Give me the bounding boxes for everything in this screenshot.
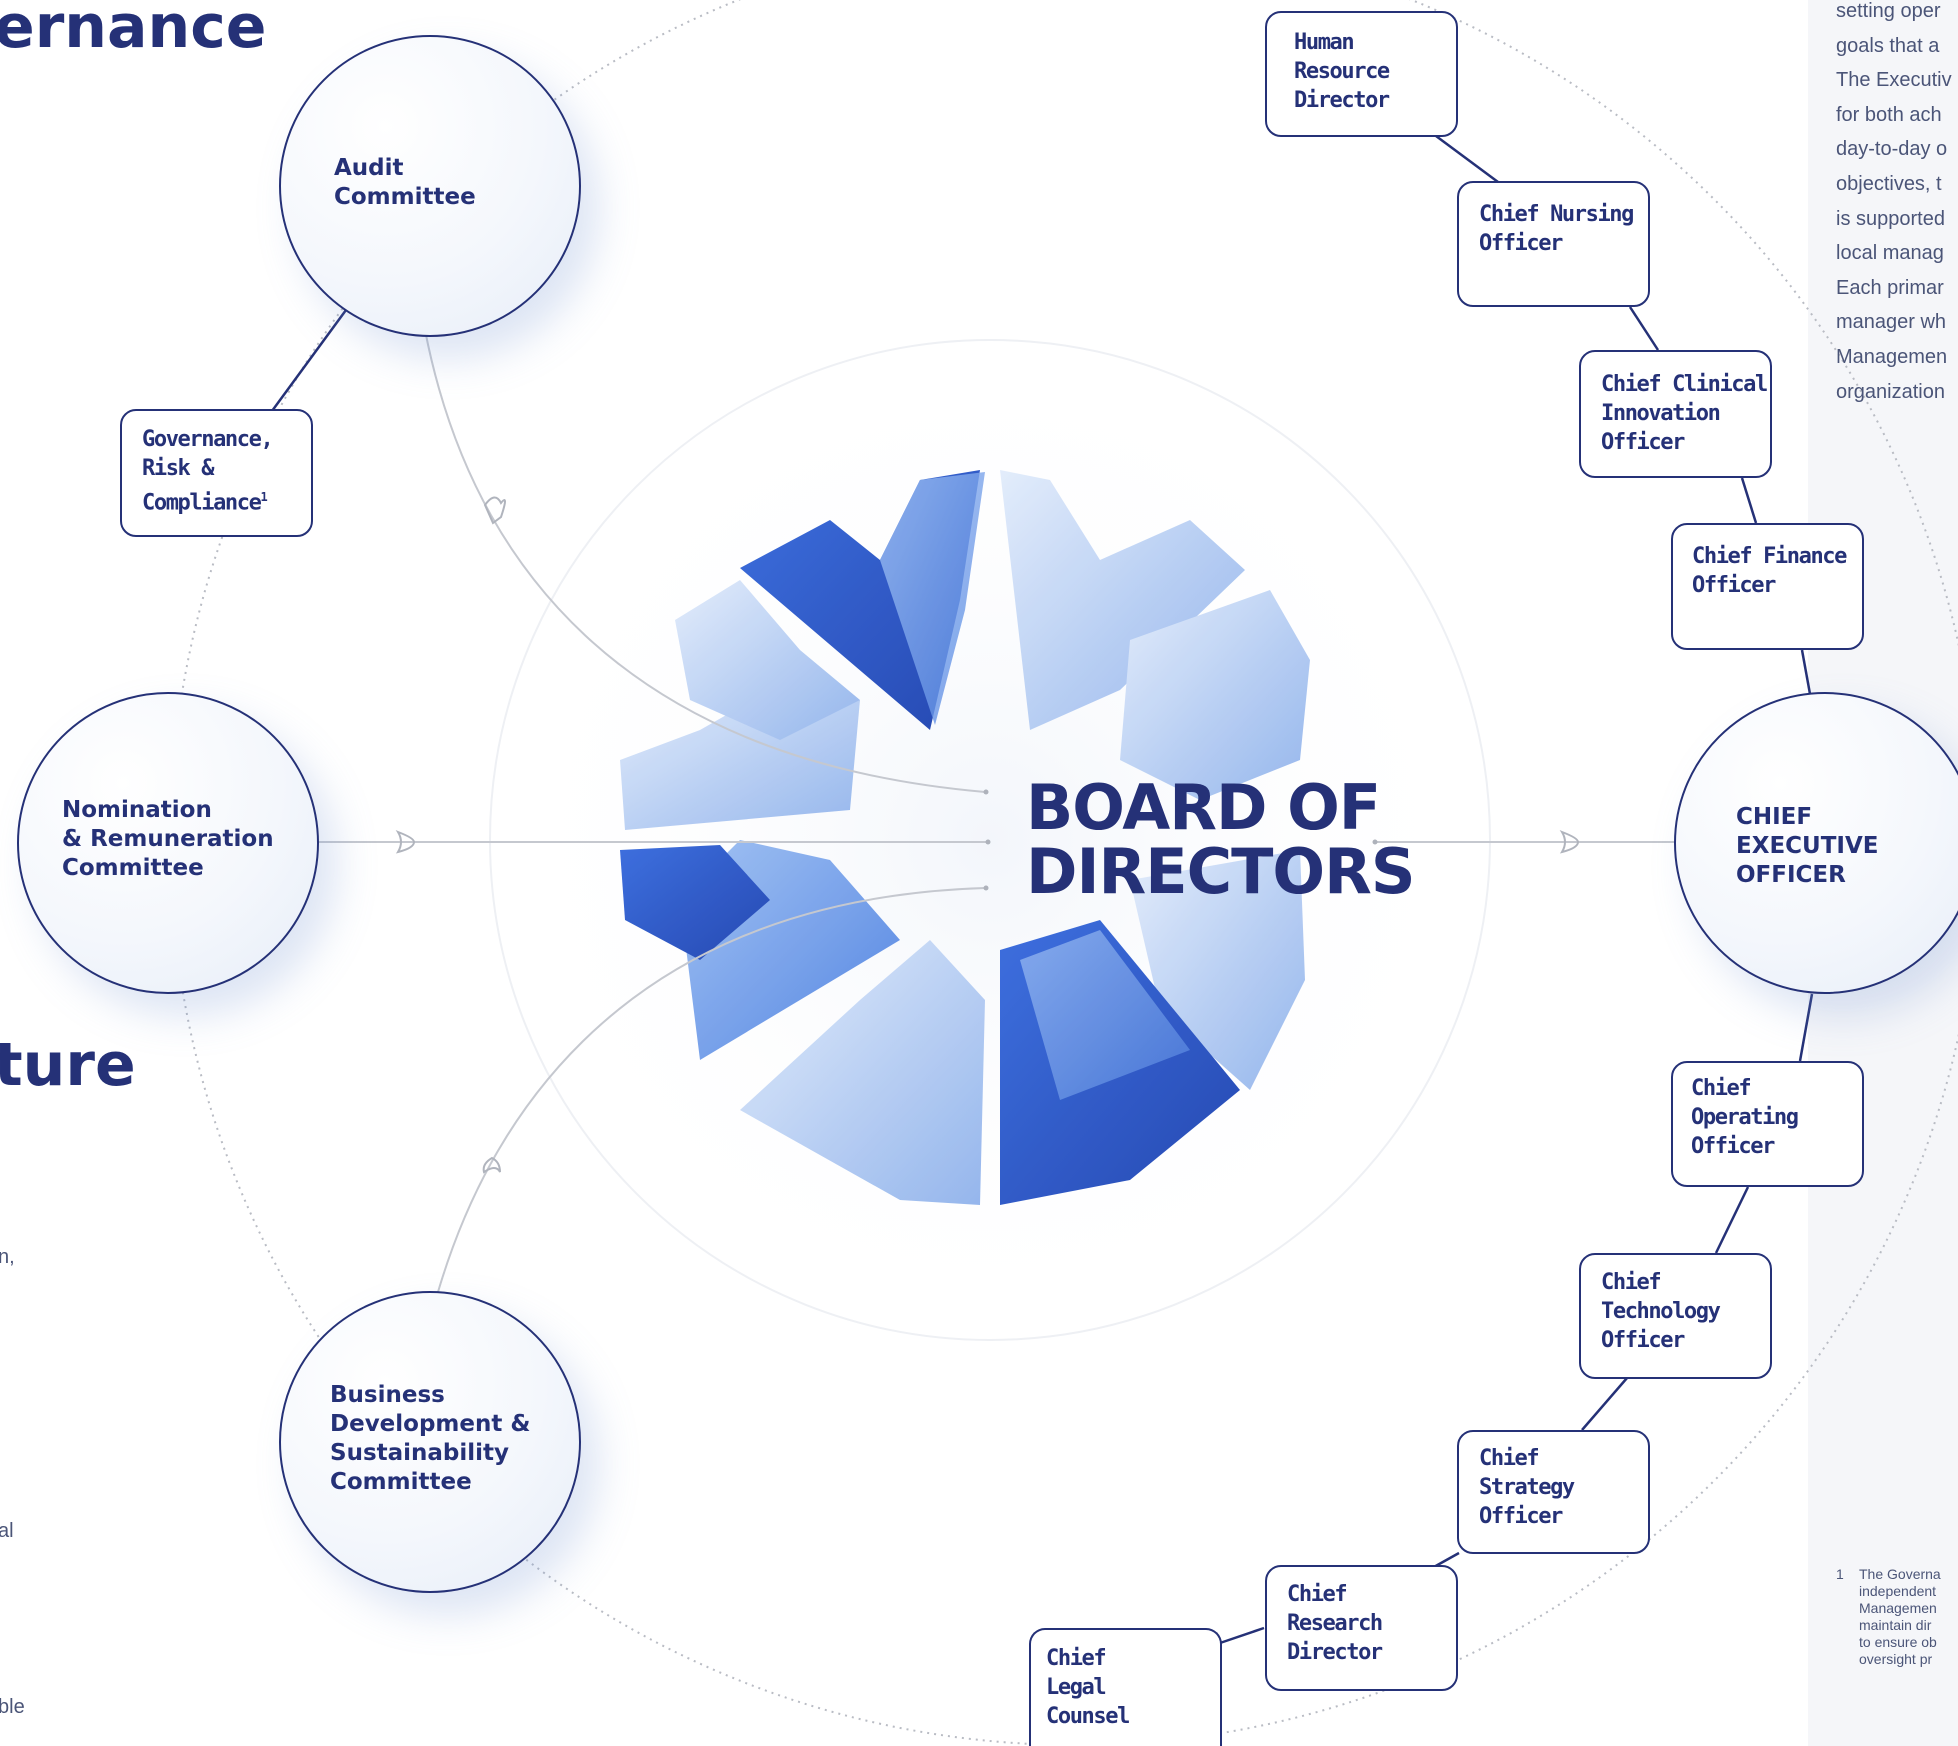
exec-label-hr: Human Resource Director: [1294, 30, 1390, 113]
exec-box-cno[interactable]: [1457, 181, 1650, 307]
nomination-committee-label: Nomination & Remuneration Committee: [62, 797, 274, 881]
exec-label-ccio: Chief Clinical Innovation Officer: [1601, 372, 1768, 455]
business-committee-label: Business Development & Sustainability Co…: [330, 1382, 531, 1495]
ceo-label: CHIEF EXECUTIVE OFFICER: [1736, 804, 1879, 888]
audit-connector: [424, 329, 986, 793]
left-text-fragment-3: ble: [0, 1696, 25, 1718]
exec-box-hr[interactable]: [1265, 11, 1458, 137]
board-emblem: [620, 470, 1310, 1205]
exec-label-cto: Chief Technology Officer: [1601, 1270, 1721, 1353]
footnote-number: 1: [1836, 1566, 1844, 1582]
business-connector: [437, 887, 986, 1293]
exec-box-ccio[interactable]: [1579, 350, 1772, 478]
nomination-committee-circle[interactable]: [17, 692, 319, 994]
ceo-circle[interactable]: [1674, 692, 1958, 994]
exec-box-coo[interactable]: [1671, 1061, 1864, 1187]
footnote-text: The Governa independent Managemen mainta…: [1859, 1566, 1941, 1667]
section-heading-structure: ture: [0, 1030, 136, 1100]
exec-box-clc[interactable]: [1029, 1628, 1222, 1746]
exec-label-coo: Chief Operating Officer: [1691, 1076, 1799, 1159]
exec-box-cso[interactable]: [1457, 1430, 1650, 1554]
left-text-fragment-1: n,: [0, 1246, 15, 1268]
business-committee-circle[interactable]: [279, 1291, 581, 1593]
grc-label: Governance, Risk & Compliance1: [142, 425, 274, 517]
exec-box-crd[interactable]: [1265, 1565, 1458, 1691]
exec-label-cso: Chief Strategy Officer: [1479, 1446, 1575, 1529]
exec-box-cto[interactable]: [1579, 1253, 1772, 1379]
left-text-fragment-2: al: [0, 1520, 14, 1542]
board-title: BOARD OF DIRECTORS: [1026, 771, 1416, 908]
audit-committee-circle[interactable]: [279, 35, 581, 337]
grc-audit-link: [270, 294, 359, 412]
audit-committee-label: Audit Committee: [334, 155, 476, 210]
grc-footnote-mark: 1: [260, 490, 267, 504]
exec-label-cfo: Chief Finance Officer: [1692, 544, 1847, 598]
grc-box[interactable]: [120, 409, 313, 537]
exec-label-crd: Chief Research Director: [1287, 1582, 1383, 1665]
exec-label-cno: Chief Nursing Officer: [1479, 202, 1634, 256]
exec-box-cfo[interactable]: [1671, 523, 1864, 650]
side-body-text: setting oper goals that a The Executiv f…: [1836, 0, 1952, 403]
arrow-markers: [395, 496, 1580, 1174]
exec-label-clc: Chief Legal Counsel: [1046, 1646, 1130, 1729]
grc-label-text: Governance, Risk & Compliance: [142, 427, 274, 516]
section-heading-governance: ernance: [0, 0, 267, 62]
